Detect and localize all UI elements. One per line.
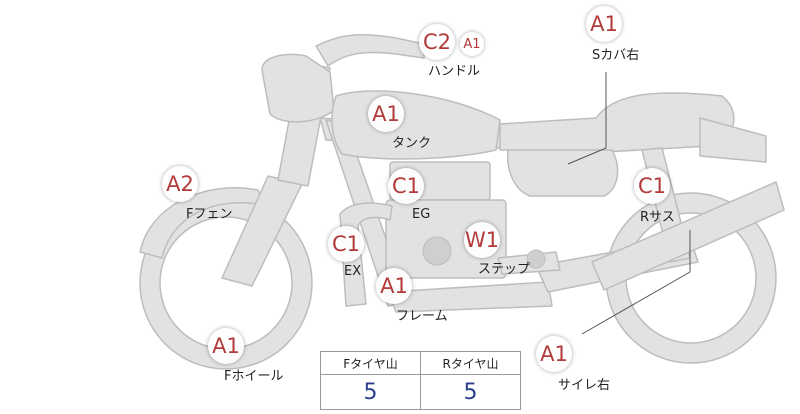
engine-cover-shape — [422, 236, 452, 266]
frame-lower-shape — [387, 281, 553, 313]
handle-grade-badge-secondary: A1 — [460, 32, 484, 56]
r-suspension-grade-badge: C1 — [634, 168, 670, 204]
tire-tread-table: Fタイヤ山 Rタイヤ山 5 5 — [320, 351, 521, 410]
exhaust-label: EX — [344, 264, 362, 279]
rear-wheel-shape — [605, 192, 777, 364]
s-cover-right-grade-badge: A1 — [586, 6, 622, 42]
seat-shape — [499, 92, 735, 153]
side-cover-shape — [506, 149, 619, 197]
frame-label: フレーム — [396, 309, 448, 324]
f-wheel-grade-badge: A1 — [208, 328, 244, 364]
rear-cowl-shape — [699, 117, 767, 163]
front-tire-header: Fタイヤ山 — [320, 351, 421, 375]
silencer-shape — [591, 181, 785, 291]
step-grade-badge: W1 — [464, 222, 500, 258]
tank-grade-badge: A1 — [368, 96, 404, 132]
step-peg-shape — [526, 249, 546, 269]
s-cover-right-label: Sカバ右 — [592, 48, 640, 63]
headlight-shape — [261, 53, 335, 123]
silencer-right-grade-badge: A1 — [536, 336, 572, 372]
step-label: ステップ — [478, 262, 531, 277]
f-wheel-label: Fホイール — [224, 369, 284, 384]
rear-tire-value: 5 — [420, 374, 521, 410]
tire-table-header-row: Fタイヤ山 Rタイヤ山 — [320, 351, 521, 375]
engine-grade-badge: C1 — [388, 168, 424, 204]
front-tire-value: 5 — [320, 374, 421, 410]
r-suspension-label: Rサス — [640, 210, 675, 225]
frame-grade-badge: A1 — [376, 268, 412, 304]
f-fender-label: Fフェン — [186, 207, 233, 222]
engine-label: EG — [412, 207, 431, 222]
silencer-right-label: サイレ右 — [558, 378, 611, 393]
exhaust-grade-badge: C1 — [328, 226, 364, 262]
rear-tire-header: Rタイヤ山 — [420, 351, 521, 375]
f-fender-grade-badge: A2 — [162, 166, 198, 202]
handle-label: ハンドル — [428, 64, 481, 79]
tire-table-value-row: 5 5 — [320, 374, 521, 410]
handle-grade-badge: C2 — [419, 24, 455, 60]
handlebar-shape — [315, 34, 425, 67]
tank-label: タンク — [392, 136, 432, 151]
engine-block-shape — [385, 199, 507, 279]
